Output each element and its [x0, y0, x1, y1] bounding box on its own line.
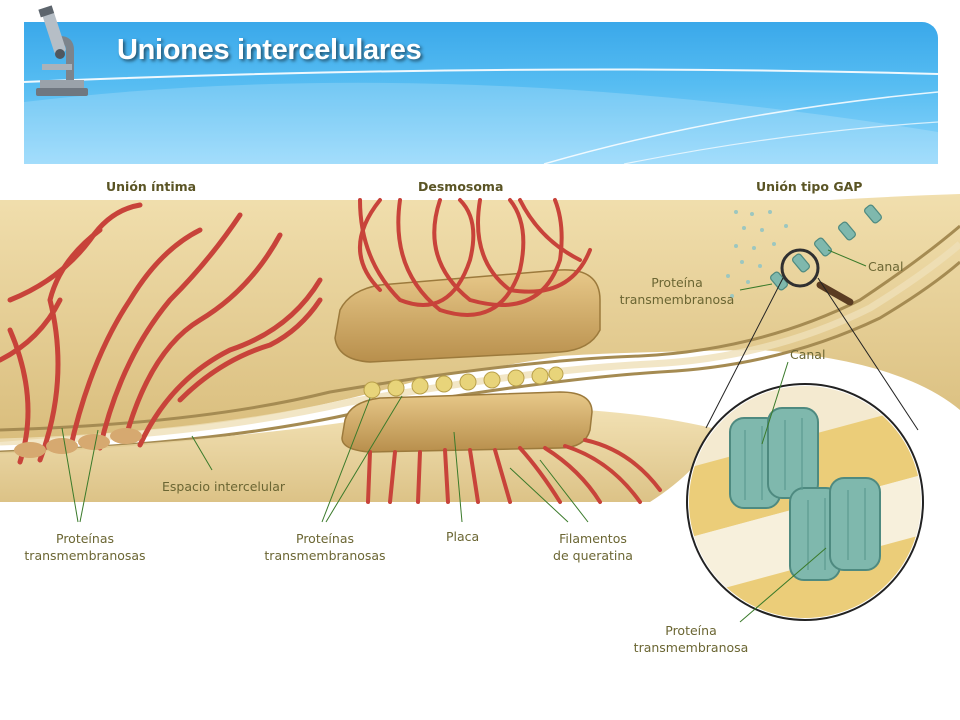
microscope-icon	[36, 5, 88, 96]
label-plaque: Placa	[446, 529, 480, 544]
label-channel-top: Canal	[868, 259, 904, 274]
label-intercellular-space: Espacio intercelular	[162, 479, 286, 494]
page-title: Uniones intercelulares	[117, 34, 422, 66]
desmosome-linker-proteins	[363, 366, 564, 399]
heading-desmosome: Desmosoma	[418, 179, 504, 194]
gap-junction-channels	[770, 204, 882, 291]
gap-junction-dots	[726, 210, 788, 298]
leader-lines	[61, 249, 867, 623]
magnifier-lens	[705, 248, 919, 431]
header-banner	[24, 22, 938, 164]
heading-tight-junction: Unión íntima	[106, 179, 197, 194]
heading-gap-junction: Unión tipo GAP	[756, 179, 863, 194]
keratin-filaments	[358, 198, 662, 504]
tight-junction-proteins	[14, 428, 142, 458]
gap-junction-zoom	[686, 383, 924, 621]
tight-junction-filaments	[0, 202, 323, 465]
header-swoosh	[24, 68, 938, 164]
label-channel-zoom: Canal	[790, 347, 826, 362]
